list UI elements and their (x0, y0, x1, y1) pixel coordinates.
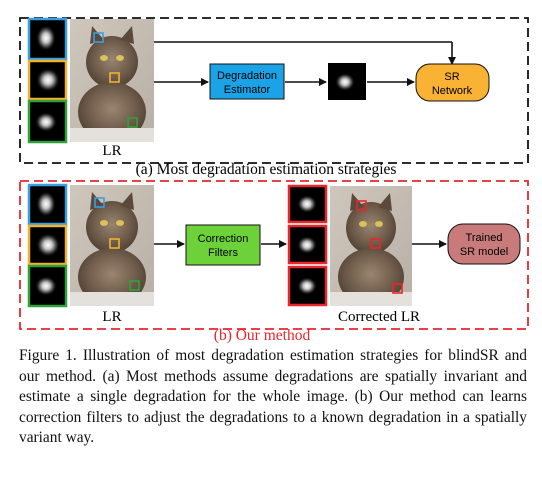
corrected-kernel-1 (287, 184, 328, 224)
cat-image-corrected (330, 186, 412, 306)
corrected-kernel-3 (287, 265, 328, 307)
figure-caption: Figure 1. Illustration of most degradati… (19, 347, 527, 447)
estimated-kernel (328, 63, 366, 100)
panel-a-border (19, 17, 529, 164)
svg-text:SR model: SR model (460, 246, 508, 258)
figure-diagram: LR Degradation Estimator SR Network (a) … (19, 17, 529, 344)
svg-text:Estimator: Estimator (224, 84, 271, 96)
trained-sr-model-box: Trained SR model (447, 223, 521, 265)
svg-text:Network: Network (432, 85, 473, 97)
svg-text:Correction: Correction (198, 233, 249, 245)
svg-text:SR: SR (444, 71, 459, 83)
kernel-a-1 (27, 17, 68, 61)
cat-image-lr-b (70, 185, 154, 306)
svg-text:Degradation: Degradation (217, 70, 277, 82)
cat-image-lr-a (70, 19, 154, 142)
kernel-a-2 (27, 59, 68, 101)
panel-b-corrected-label: Corrected LR (338, 309, 420, 325)
corrected-kernel-2 (287, 224, 328, 265)
sr-network-box: SR Network (415, 63, 490, 102)
correction-filters-box: Correction Filters (185, 224, 261, 266)
panel-b-border (19, 180, 529, 330)
kernel-b-2 (27, 224, 68, 266)
panel-a-lr-label: LR (102, 143, 121, 159)
kernel-a-3 (27, 99, 68, 144)
degradation-estimator-box: Degradation Estimator (209, 63, 285, 100)
svg-text:Trained: Trained (466, 232, 503, 244)
kernel-b-1 (27, 183, 68, 226)
panel-b-lr-label: LR (102, 309, 121, 325)
panel-a-title: (a) Most degradation estimation strategi… (136, 161, 397, 178)
kernel-b-3 (27, 264, 68, 308)
panel-b-title: (b) Our method (214, 327, 311, 344)
svg-text:Filters: Filters (208, 247, 238, 259)
